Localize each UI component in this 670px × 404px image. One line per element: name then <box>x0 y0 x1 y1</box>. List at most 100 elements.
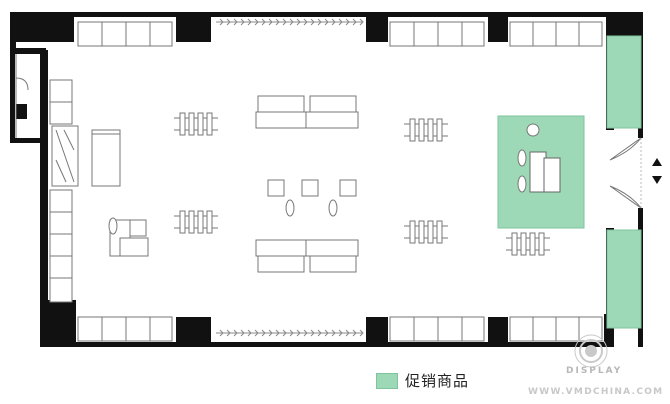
hanger-mark <box>275 18 280 26</box>
hanger-mark <box>226 18 231 26</box>
hanger-mark <box>296 329 301 337</box>
hanger-mark <box>345 18 350 26</box>
cashier-counter-2 <box>119 237 149 257</box>
hanger-mark <box>254 329 259 337</box>
entrance-arrow-icon <box>652 158 662 184</box>
left-wall-block <box>40 300 76 347</box>
hanger-mark <box>359 329 364 337</box>
promo-zone-right-bottom <box>606 229 642 329</box>
left-fixtures <box>51 125 149 257</box>
hanger-mark <box>317 18 322 26</box>
watermark-url: WWW.VMDCHINA.COM <box>528 387 664 397</box>
hanger-mark <box>282 18 287 26</box>
legend-swatch <box>376 372 398 389</box>
shelf-left-lower <box>49 189 73 303</box>
table-center-upper-1 <box>257 95 305 113</box>
left-room-bottom <box>10 138 46 143</box>
cube-stand-2 <box>301 179 319 197</box>
cube-stand-3 <box>339 179 357 197</box>
hanger-mark <box>359 18 364 26</box>
hanger-mark <box>289 18 294 26</box>
door-leaf-bottom <box>609 185 642 209</box>
hanger-mark <box>261 329 266 337</box>
mannequin-5 <box>517 175 527 193</box>
cube-stand-1 <box>267 179 285 197</box>
legend: 促销商品 <box>376 370 469 391</box>
hanger-mark <box>247 329 252 337</box>
table-center-lower-2b <box>309 255 357 273</box>
mannequin-3 <box>108 217 118 235</box>
table-center-lower-1 <box>255 239 307 257</box>
bottom-wall-right <box>604 314 614 347</box>
hanger-mark <box>303 18 308 26</box>
mannequin-2 <box>328 199 338 217</box>
table-center-lower-2 <box>305 239 359 257</box>
left-wall-room <box>10 48 15 143</box>
entrance <box>609 137 642 209</box>
hanger-mark <box>345 329 350 337</box>
door-leaf-top <box>609 137 642 161</box>
hanger-mark <box>331 329 336 337</box>
hanger-mark <box>240 18 245 26</box>
hanger-mark <box>310 329 315 337</box>
hanger-mark <box>338 18 343 26</box>
left-wall-back <box>10 48 46 54</box>
left-wall-main <box>40 50 48 347</box>
garment-rack <box>404 220 448 244</box>
hanger-mark <box>282 329 287 337</box>
hanger-mark <box>233 18 238 26</box>
hanger-mark <box>268 329 273 337</box>
bottom-wall-strip <box>46 342 612 347</box>
bench <box>91 129 121 187</box>
hanger-mark <box>247 18 252 26</box>
top-wall-pillar-2 <box>366 12 388 42</box>
hanger-mark <box>233 329 238 337</box>
hanging-rails <box>216 18 364 337</box>
hanger-mark <box>226 329 231 337</box>
display-tables <box>255 95 359 273</box>
hanger-mark <box>324 329 329 337</box>
promo-zone-right-top <box>606 35 642 129</box>
watermark-word: DISPLAY <box>566 366 623 376</box>
hanger-mark <box>296 18 301 26</box>
hanger-mark <box>310 18 315 26</box>
table-center-upper-2 <box>309 95 357 113</box>
hanger-mark <box>303 329 308 337</box>
garment-rack <box>174 112 218 136</box>
shelf-top-1 <box>77 21 173 47</box>
hanger-mark <box>352 329 357 337</box>
left-room <box>15 54 29 138</box>
shelf-top-2 <box>389 21 485 47</box>
top-wall-strip <box>10 12 640 17</box>
shelf-bottom-1 <box>77 316 173 342</box>
table-center-upper-1b <box>255 111 307 129</box>
hanger-mark <box>317 329 322 337</box>
hanger-mark <box>275 329 280 337</box>
table-center-lower-1b <box>257 255 305 273</box>
table-center-upper-2b <box>305 111 359 129</box>
hanger-mark <box>219 329 224 337</box>
hanger-mark <box>289 329 294 337</box>
cashier-unit <box>129 219 147 237</box>
promo-fixture <box>529 151 561 193</box>
hanger-mark <box>240 329 245 337</box>
hanger-mark <box>338 329 343 337</box>
hanger-mark <box>219 18 224 26</box>
mannequin-1 <box>285 199 295 217</box>
legend-label: 促销商品 <box>405 372 470 390</box>
garment-rack <box>404 118 448 142</box>
promo-zones <box>497 35 642 329</box>
bottom-wall-pillar-2 <box>366 317 388 347</box>
shelf-bottom-2 <box>389 316 485 342</box>
bottom-wall-pillar-3 <box>488 317 508 347</box>
hanger-mark <box>254 18 259 26</box>
left-wall-upper <box>10 12 16 48</box>
wall-shelves <box>49 21 603 342</box>
hanger-mark <box>331 18 336 26</box>
mannequins <box>108 123 540 235</box>
garment-rack <box>506 232 550 256</box>
garment-rack <box>174 210 218 234</box>
left-room-fixture <box>16 104 27 119</box>
mannequin-6 <box>526 123 540 137</box>
